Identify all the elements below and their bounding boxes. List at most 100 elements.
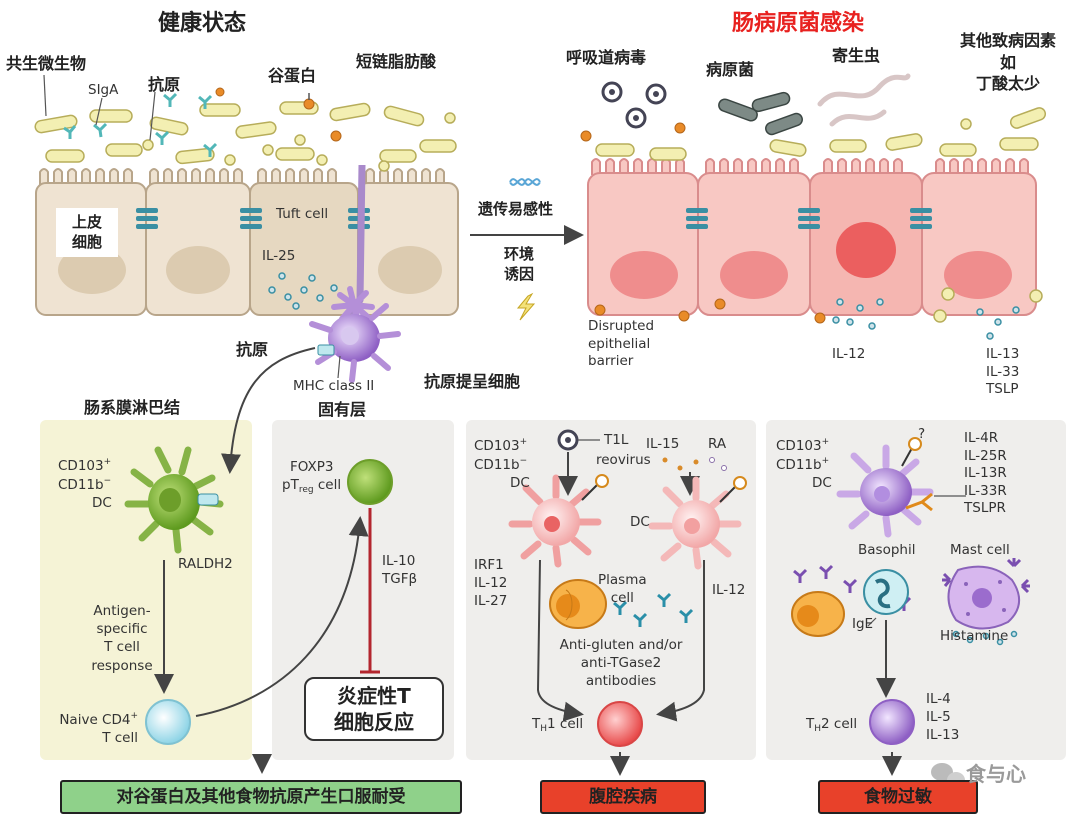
antibody-label: Anti-gluten and/or anti-TGase2 antibodie… — [536, 636, 706, 691]
genetic-label: 遗传易感性 — [478, 200, 554, 218]
p4-cd103-sup: + — [821, 437, 830, 447]
mln-dc-cell — [124, 446, 224, 554]
th2-cytokines: IL-4 IL-5 IL-13 — [926, 690, 959, 745]
cytokine-il5: IL-5 — [926, 709, 951, 726]
naive-sup: + — [130, 711, 138, 721]
disrupted-line1: Disrupted — [588, 318, 655, 334]
epithelial-line2: 细胞 — [71, 233, 102, 252]
il10-tgfb-label: IL-10 TGFβ — [382, 552, 417, 588]
mast-cell — [947, 565, 1020, 630]
il12-top-label: IL-12 — [832, 346, 866, 362]
pathogen-bacteria — [718, 91, 803, 136]
naive-t-label: Naive CD4+ T cell — [46, 710, 138, 747]
epithelial-cell-label: 上皮 细胞 — [56, 208, 118, 257]
ra-label: RA — [708, 436, 727, 452]
other-line2: 如 — [999, 52, 1016, 72]
ptreg-p: pT — [282, 477, 299, 494]
th1-t: T — [532, 716, 541, 732]
arrow-naive-to-treg — [195, 516, 369, 717]
cytokine-il4: IL-4 — [926, 691, 951, 707]
p3-cd11b-sup: − — [519, 456, 528, 467]
antibody-line1: Anti-gluten and/or — [559, 637, 683, 653]
infection-title: 肠病原菌感染 — [732, 11, 865, 36]
receptor-il13r: IL-13R — [964, 465, 1007, 482]
reovirus-icon — [557, 429, 579, 451]
parasite-label: 寄生虫 — [832, 46, 881, 65]
histamine-label: Histamine — [940, 628, 1009, 644]
parasite-worms — [817, 73, 911, 127]
inflam-line1: 炎症性T — [337, 684, 411, 708]
ag-line3: T cell — [104, 639, 140, 656]
infected-microbes — [595, 107, 1047, 323]
naive-t-cell — [145, 699, 191, 745]
foxp3-treg-label: FOXP3 pTreg cell — [282, 458, 341, 496]
antigen-specific-label: Antigen- specific T cell response — [82, 602, 162, 675]
p3-il12-right: IL-12 — [712, 582, 746, 598]
inflammatory-t-box: 炎症性T 细胞反应 — [304, 677, 444, 741]
receptor-il4r: IL-4R — [964, 430, 999, 446]
mhc-label: MHC class II — [293, 378, 375, 394]
other-line1: 其他致病因素 — [959, 31, 1056, 50]
antibody-line3: antibodies — [585, 673, 657, 690]
env-line2: 诱因 — [503, 265, 534, 284]
antigen-top-label: 抗原 — [148, 75, 181, 94]
tuft-cell-label: Tuft cell — [276, 206, 329, 222]
orange-plasma-cell — [791, 591, 845, 637]
healthy-title: 健康状态 — [158, 11, 247, 36]
env-label: 环境 诱因 — [496, 244, 542, 285]
il10-label: IL-10 — [382, 553, 416, 569]
disrupted-line3: barrier — [588, 353, 634, 370]
ige-label: IgE — [852, 616, 874, 632]
epithelial-line1: 上皮 — [71, 213, 102, 231]
il33-top: IL-33 — [986, 363, 1020, 380]
plasma-cell — [549, 579, 607, 629]
p3-dc: DC — [510, 475, 530, 492]
raldh2-label: RALDH2 — [178, 556, 233, 572]
cd11b-sup: − — [103, 476, 112, 487]
mast-cell-label: Mast cell — [950, 542, 1010, 558]
other-line3: 丁酸太少 — [975, 74, 1040, 94]
cd11b-label: CD11b — [58, 477, 104, 494]
plasma-line1: Plasma — [598, 572, 647, 588]
treg-cell — [347, 459, 393, 505]
dc-label: DC — [92, 495, 112, 512]
food-allergy-box: 食物过敏 — [818, 780, 978, 814]
il13-il33-tslp-label: IL-13 IL-33 TSLP — [986, 346, 1019, 399]
lightning-icon — [516, 292, 536, 321]
naive-line2: T cell — [102, 730, 138, 747]
receptor-il25r: IL-25R — [964, 447, 1007, 464]
commensal-label: 共生微生物 — [6, 54, 87, 73]
antigen-left-label: 抗原 — [236, 340, 269, 359]
dc-right-label: DC — [630, 514, 650, 530]
ptreg-cell: cell — [313, 477, 342, 494]
irf1-il12-il27-label: IRF1 IL-12 IL-27 — [474, 556, 507, 611]
panel-treg-background — [272, 420, 454, 760]
infected-epithelium — [587, 158, 1037, 340]
ag-line4: response — [91, 657, 153, 674]
gluten-label: 谷蛋白 — [268, 66, 317, 85]
antibodies-celiac — [613, 592, 694, 627]
irf1-label: IRF1 — [474, 557, 504, 573]
siga-label: SIgA — [88, 82, 119, 98]
p4-dc: DC — [812, 475, 832, 492]
plasma-cell-label: Plasma cell — [598, 572, 647, 607]
reovirus-label: reovirus — [596, 452, 651, 468]
t1l-label: T1L — [604, 432, 629, 448]
celiac-disease-box: 腹腔疾病 — [540, 780, 706, 814]
cd103-sup: + — [103, 457, 112, 467]
ptreg-sub: reg — [298, 485, 314, 496]
naive-line1: Naive CD4 — [59, 712, 131, 728]
antibody-line2: anti-TGase2 — [580, 655, 662, 672]
pathogen-label: 病原菌 — [706, 60, 755, 79]
dna-icon — [509, 178, 541, 186]
lamina-propria-label: 固有层 — [318, 400, 367, 419]
basophil-label: Basophil — [858, 542, 916, 558]
plasma-line2: cell — [610, 589, 634, 606]
other-factors-label: 其他致病因素 如 丁酸太少 — [940, 30, 1076, 95]
apc-label: 抗原提呈细胞 — [424, 372, 521, 391]
orange-particles-infection — [580, 122, 826, 324]
th2-rest: 2 cell — [821, 716, 858, 732]
allergy-dc-label: CD103+ CD11b+ DC — [776, 436, 832, 493]
celiac-dc-right — [648, 476, 742, 570]
